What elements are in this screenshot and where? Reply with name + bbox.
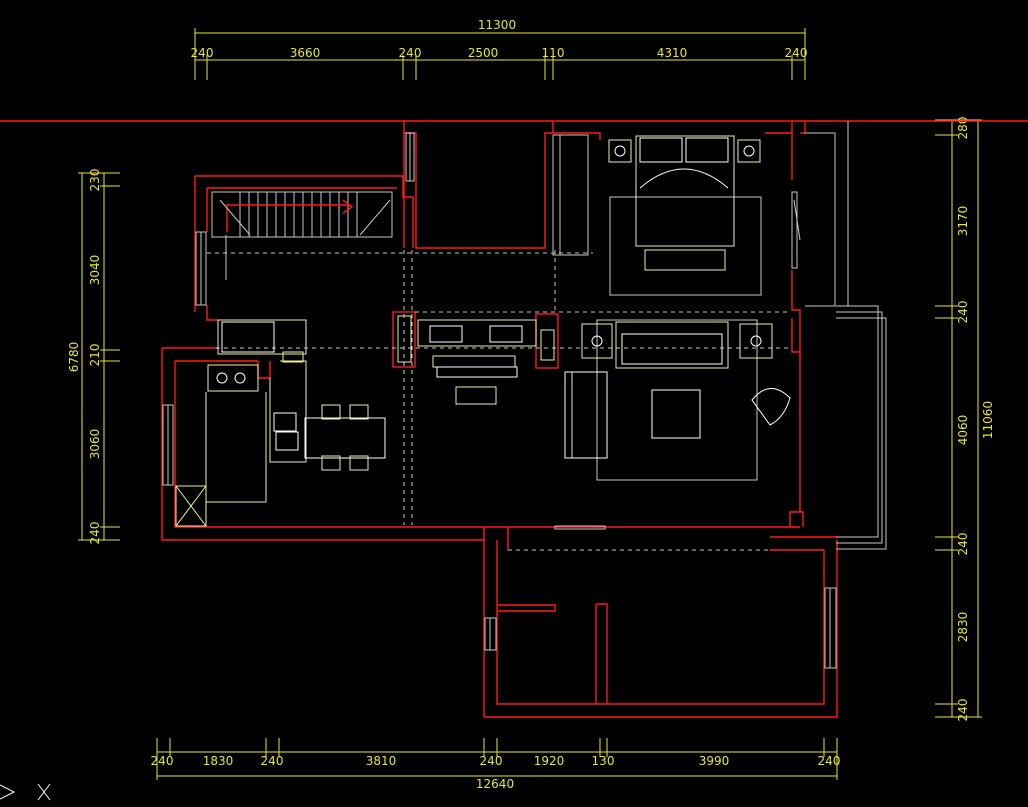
dim-right-2: 3170 xyxy=(956,206,970,237)
bedroom-furniture xyxy=(608,135,762,296)
staircase xyxy=(211,191,393,280)
walls xyxy=(161,121,838,718)
dashed-lines xyxy=(207,250,790,551)
dim-right-3: 240 xyxy=(956,301,970,324)
dim-left-5: 240 xyxy=(88,522,102,545)
dim-bottom-2: 1830 xyxy=(203,754,234,768)
dim-top-4: 2500 xyxy=(468,46,499,60)
dim-bottom-4: 3810 xyxy=(366,754,397,768)
dim-left-3: 210 xyxy=(88,344,102,367)
dim-right-5: 240 xyxy=(956,533,970,556)
dim-bottom-6: 1920 xyxy=(534,754,565,768)
dim-left-4: 3060 xyxy=(88,429,102,460)
dim-bottom-5: 240 xyxy=(480,754,503,768)
windows xyxy=(162,121,887,669)
ucs-axis-icon xyxy=(0,783,51,801)
kitchen-fixtures xyxy=(175,319,307,527)
bottom-dimension-chain: 240 1830 240 3810 240 1920 130 3990 240 … xyxy=(151,738,841,791)
dim-left-1: 230 xyxy=(88,169,102,192)
dim-top-2: 3660 xyxy=(290,46,321,60)
dining-set xyxy=(304,404,386,471)
dim-right-6: 2830 xyxy=(956,612,970,643)
dim-right-7: 240 xyxy=(956,699,970,722)
dim-top-1: 240 xyxy=(191,46,214,60)
dim-top-6: 4310 xyxy=(657,46,688,60)
living-counters xyxy=(397,315,555,405)
dim-right-1: 280 xyxy=(956,117,970,140)
living-room-furniture xyxy=(564,319,791,481)
dim-top-5: 110 xyxy=(542,46,565,60)
dim-left-total: 6780 xyxy=(67,342,81,373)
dim-right-total: 11060 xyxy=(981,401,995,439)
left-dimension-chain: 6780 230 3040 210 3060 240 xyxy=(67,169,120,545)
dim-bottom-8: 3990 xyxy=(699,754,730,768)
top-dimension-chain: 11300 240 3660 240 2500 110 4310 240 xyxy=(191,18,808,80)
right-dimension-chain: 280 3170 240 4060 240 2830 240 11060 xyxy=(935,117,995,722)
dim-bottom-1: 240 xyxy=(151,754,174,768)
dim-right-4: 4060 xyxy=(956,415,970,446)
dim-top-3: 240 xyxy=(399,46,422,60)
dim-bottom-7: 130 xyxy=(592,754,615,768)
dim-bottom-9: 240 xyxy=(818,754,841,768)
dim-bottom-3: 240 xyxy=(261,754,284,768)
dim-top-total: 11300 xyxy=(478,18,516,32)
dim-bottom-total: 12640 xyxy=(476,777,514,791)
dim-left-2: 3040 xyxy=(88,255,102,286)
dim-top-7: 240 xyxy=(785,46,808,60)
